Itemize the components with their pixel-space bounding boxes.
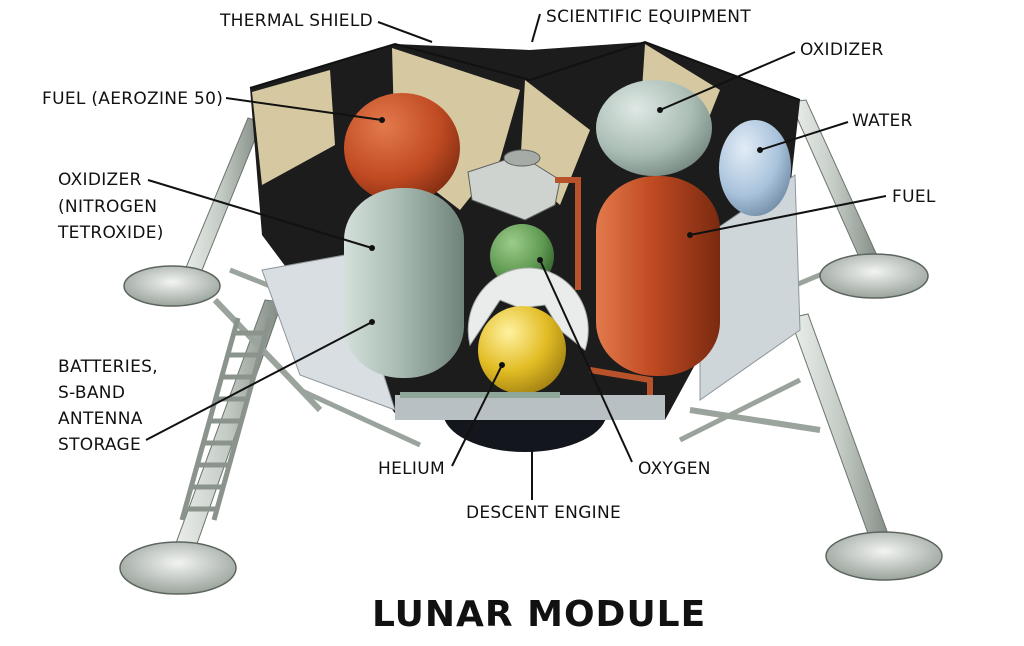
label-oxidizer-left-3: TETROXIDE)	[57, 223, 164, 243]
helium-sphere	[478, 306, 566, 394]
lower-skin-front	[395, 395, 665, 420]
label-thermal-shield: THERMAL SHIELD	[219, 11, 373, 31]
label-water: WATER	[852, 111, 913, 131]
label-batteries-1: BATTERIES,	[58, 357, 158, 377]
plumbing	[555, 177, 653, 395]
water-tank	[719, 120, 791, 216]
label-oxygen: OXYGEN	[638, 459, 711, 479]
leader-lines	[145, 13, 887, 500]
label-helium: HELIUM	[378, 459, 445, 479]
oxidizer-main-tank	[344, 188, 464, 378]
label-oxidizer-left-2: (NITROGEN	[58, 197, 157, 217]
frame-top-edge	[249, 40, 801, 101]
label-oxidizer-top: OXIDIZER	[800, 40, 884, 60]
footpad-front-right	[825, 531, 943, 581]
diagram-title: LUNAR MODULE	[372, 594, 706, 635]
fuel-main-tank	[596, 176, 720, 376]
label-scientific-equipment: SCIENTIFIC EQUIPMENT	[546, 7, 751, 27]
label-oxidizer-left-1: OXIDIZER	[58, 170, 142, 190]
label-batteries-4: STORAGE	[58, 435, 141, 455]
label-fuel-right: FUEL	[892, 187, 936, 207]
label-batteries-2: S-BAND	[58, 383, 125, 403]
label-fuel-aerozine: FUEL (AEROZINE 50)	[42, 89, 223, 109]
footpad-front-left	[119, 541, 237, 595]
leg-front-right	[789, 313, 893, 551]
thermal-liner-left	[252, 70, 335, 185]
label-batteries-3: ANTENNA	[58, 409, 143, 429]
ladder	[179, 317, 273, 521]
footpad-back-right	[819, 253, 929, 299]
oxidizer-top-tank	[596, 80, 712, 176]
footpad-back-left	[123, 265, 221, 307]
label-descent-engine: DESCENT ENGINE	[466, 503, 621, 523]
tanks	[344, 80, 791, 398]
fuel-aerozine-tank	[344, 93, 460, 203]
labels: THERMAL SHIELD SCIENTIFIC EQUIPMENT OXID…	[42, 7, 936, 635]
